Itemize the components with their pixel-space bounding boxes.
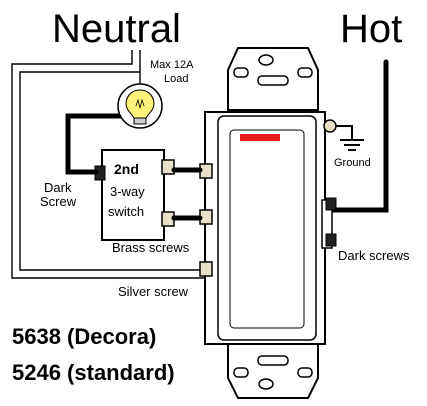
ground-terminal [323, 119, 353, 140]
ground-label: Ground [334, 157, 371, 169]
switch2-label-line1: 2nd [114, 161, 139, 177]
ground-symbol-icon [340, 139, 364, 151]
switch-strap [227, 47, 319, 399]
model-decora: 5638 (Decora) [12, 324, 156, 349]
model-standard: 5246 (standard) [12, 360, 175, 385]
neutral-label: Neutral [52, 7, 181, 51]
dark-screws [325, 197, 337, 247]
load-wire [65, 113, 125, 175]
light-bulb-icon [117, 83, 163, 129]
silver-screw [199, 261, 213, 277]
load-label-line1: Max 12A [150, 59, 194, 71]
traveler-wires [171, 167, 203, 221]
indicator-light [240, 134, 280, 141]
hot-label: Hot [340, 7, 402, 51]
hot-wire [327, 59, 389, 213]
dark-screw-label-line2: Screw [40, 194, 77, 209]
silver-screw-label: Silver screw [118, 284, 189, 299]
load-label-line2: Load [164, 73, 188, 85]
dark-screws-label: Dark screws [338, 248, 410, 263]
second-3way-switch: 2nd 3-way switch [101, 149, 165, 241]
dark-screw-label-line1: Dark [44, 180, 72, 195]
brass-screws-label: Brass screws [112, 240, 190, 255]
main-switch-body [204, 111, 333, 345]
switch2-label-line2: 3-way [110, 184, 145, 199]
switch2-label-line3: switch [108, 204, 144, 219]
